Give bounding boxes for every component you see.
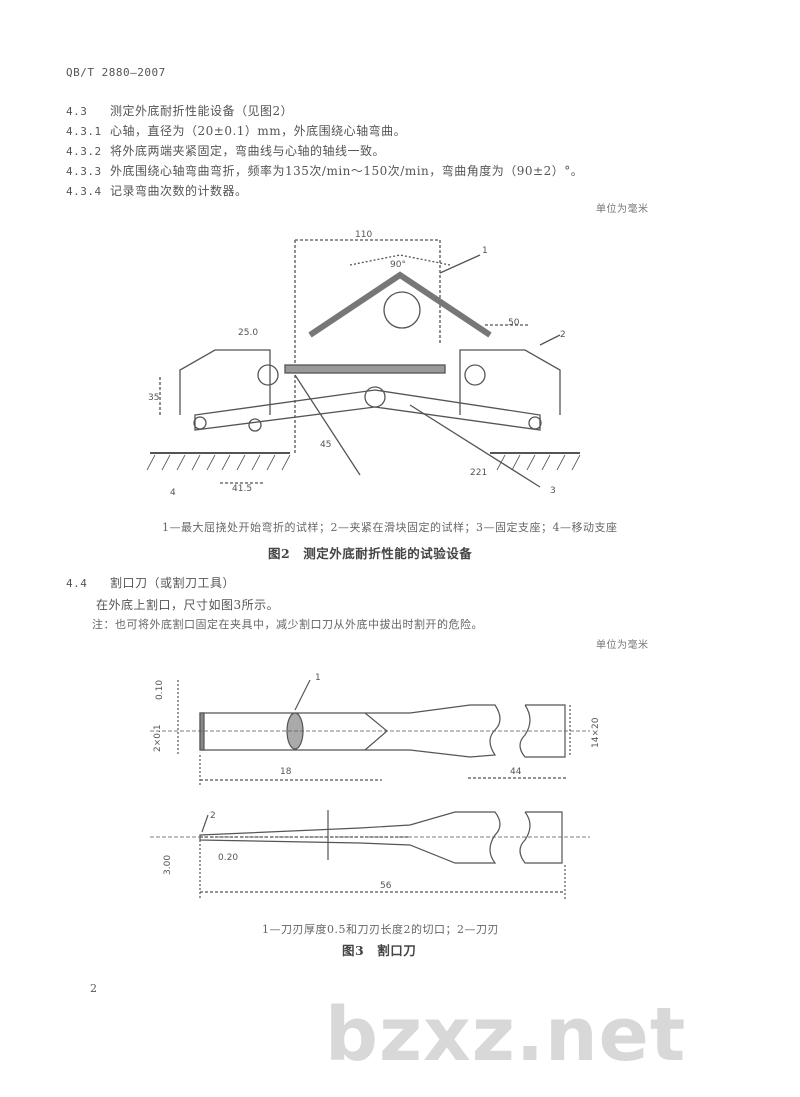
dim-angle: 90°: [390, 260, 406, 270]
label-3: 3: [550, 486, 556, 496]
clause-4-3: 4.3 测定外底耐折性能设备（见图2）: [66, 102, 293, 119]
figure-2-drawing: 110 90° 1 50 2 25.0 35 45 221 41.5 4 3: [146, 230, 581, 498]
label-2: 2: [560, 330, 566, 340]
clause-number: 4.3.3: [66, 165, 102, 178]
dim-50: 50: [508, 318, 520, 328]
clause-text: 心轴，直径为（20±0.1）mm，外底围绕心轴弯曲。: [110, 124, 407, 138]
label-4: 4: [170, 488, 176, 498]
dim-2x0-1: 2×0.1: [153, 724, 163, 752]
label-1: 1: [315, 673, 321, 683]
dim-14x20: 14×20: [591, 717, 601, 748]
figure-2-legend: 1—最大屈挠处开始弯折的试样；2—夹紧在滑块固定的试样；3—固定支座；4—移动支…: [162, 521, 618, 534]
clause-title: 割口刀（或割刀工具）: [110, 576, 236, 590]
clause-number: 4.3.4: [66, 185, 102, 198]
dim-18: 18: [280, 767, 292, 777]
clause-4-4: 4.4 割口刀（或割刀工具）: [66, 574, 235, 591]
clause-4-3-4: 4.3.4 记录弯曲次数的计数器。: [66, 182, 248, 199]
dim-0-20: 0.20: [218, 853, 238, 863]
figure-3-legend: 1—刀刃厚度0.5和刀刃长度2的切口；2—刀刃: [262, 923, 499, 936]
dim-25: 25.0: [238, 328, 258, 338]
dim-44: 44: [510, 767, 522, 777]
clause-4-3-1: 4.3.1 心轴，直径为（20±0.1）mm，外底围绕心轴弯曲。: [66, 122, 406, 139]
dim-221: 221: [470, 468, 487, 478]
clause-body: 在外底上割口，尺寸如图3所示。: [96, 598, 280, 612]
dim-110: 110: [355, 230, 372, 240]
clause-number: 4.3.2: [66, 145, 102, 158]
dim-45: 45: [320, 440, 331, 450]
clause-note: 注：也可将外底割口固定在夹具中，减少割口刀从外底中拔出时割开的危险。: [92, 618, 483, 631]
clause-4-3-3: 4.3.3 外底围绕心轴弯曲弯折，频率为135次/min～150次/min，弯曲角…: [66, 162, 583, 179]
clause-number: 4.4: [66, 577, 88, 590]
dim-56: 56: [380, 881, 392, 891]
clause-text: 测定外底耐折性能设备（见图2）: [110, 104, 294, 118]
standard-number: QB/T 2880—2007: [66, 66, 166, 79]
watermark: bzxz.net: [325, 992, 687, 1078]
clause-4-3-2: 4.3.2 将外底两端夹紧固定，弯曲线与心轴的轴线一致。: [66, 142, 385, 159]
dim-0-10: 0.10: [155, 680, 165, 700]
dim-35: 35: [148, 393, 159, 403]
dim-41-5: 41.5: [232, 484, 252, 494]
page-number: 2: [90, 982, 98, 995]
label-2: 2: [210, 811, 216, 821]
figure-3-drawing: 0.10 2×0.1 18 44 14×20 0.20 3.00 56 1 2: [150, 673, 601, 900]
clause-text: 将外底两端夹紧固定，弯曲线与心轴的轴线一致。: [110, 144, 386, 158]
dim-3-00: 3.00: [163, 855, 173, 875]
unit-note: 单位为毫米: [596, 204, 649, 215]
clause-text: 记录弯曲次数的计数器。: [110, 184, 248, 198]
figure-3-caption: 图3 割口刀: [342, 943, 417, 958]
unit-note: 单位为毫米: [596, 640, 649, 651]
clause-number: 4.3.1: [66, 125, 102, 138]
figure-2-caption: 图2 测定外底耐折性能的试验设备: [268, 546, 473, 561]
clause-number: 4.3: [66, 105, 88, 118]
label-1: 1: [482, 246, 488, 256]
clause-text: 外底围绕心轴弯曲弯折，频率为135次/min～150次/min，弯曲角度为（90…: [110, 164, 584, 178]
